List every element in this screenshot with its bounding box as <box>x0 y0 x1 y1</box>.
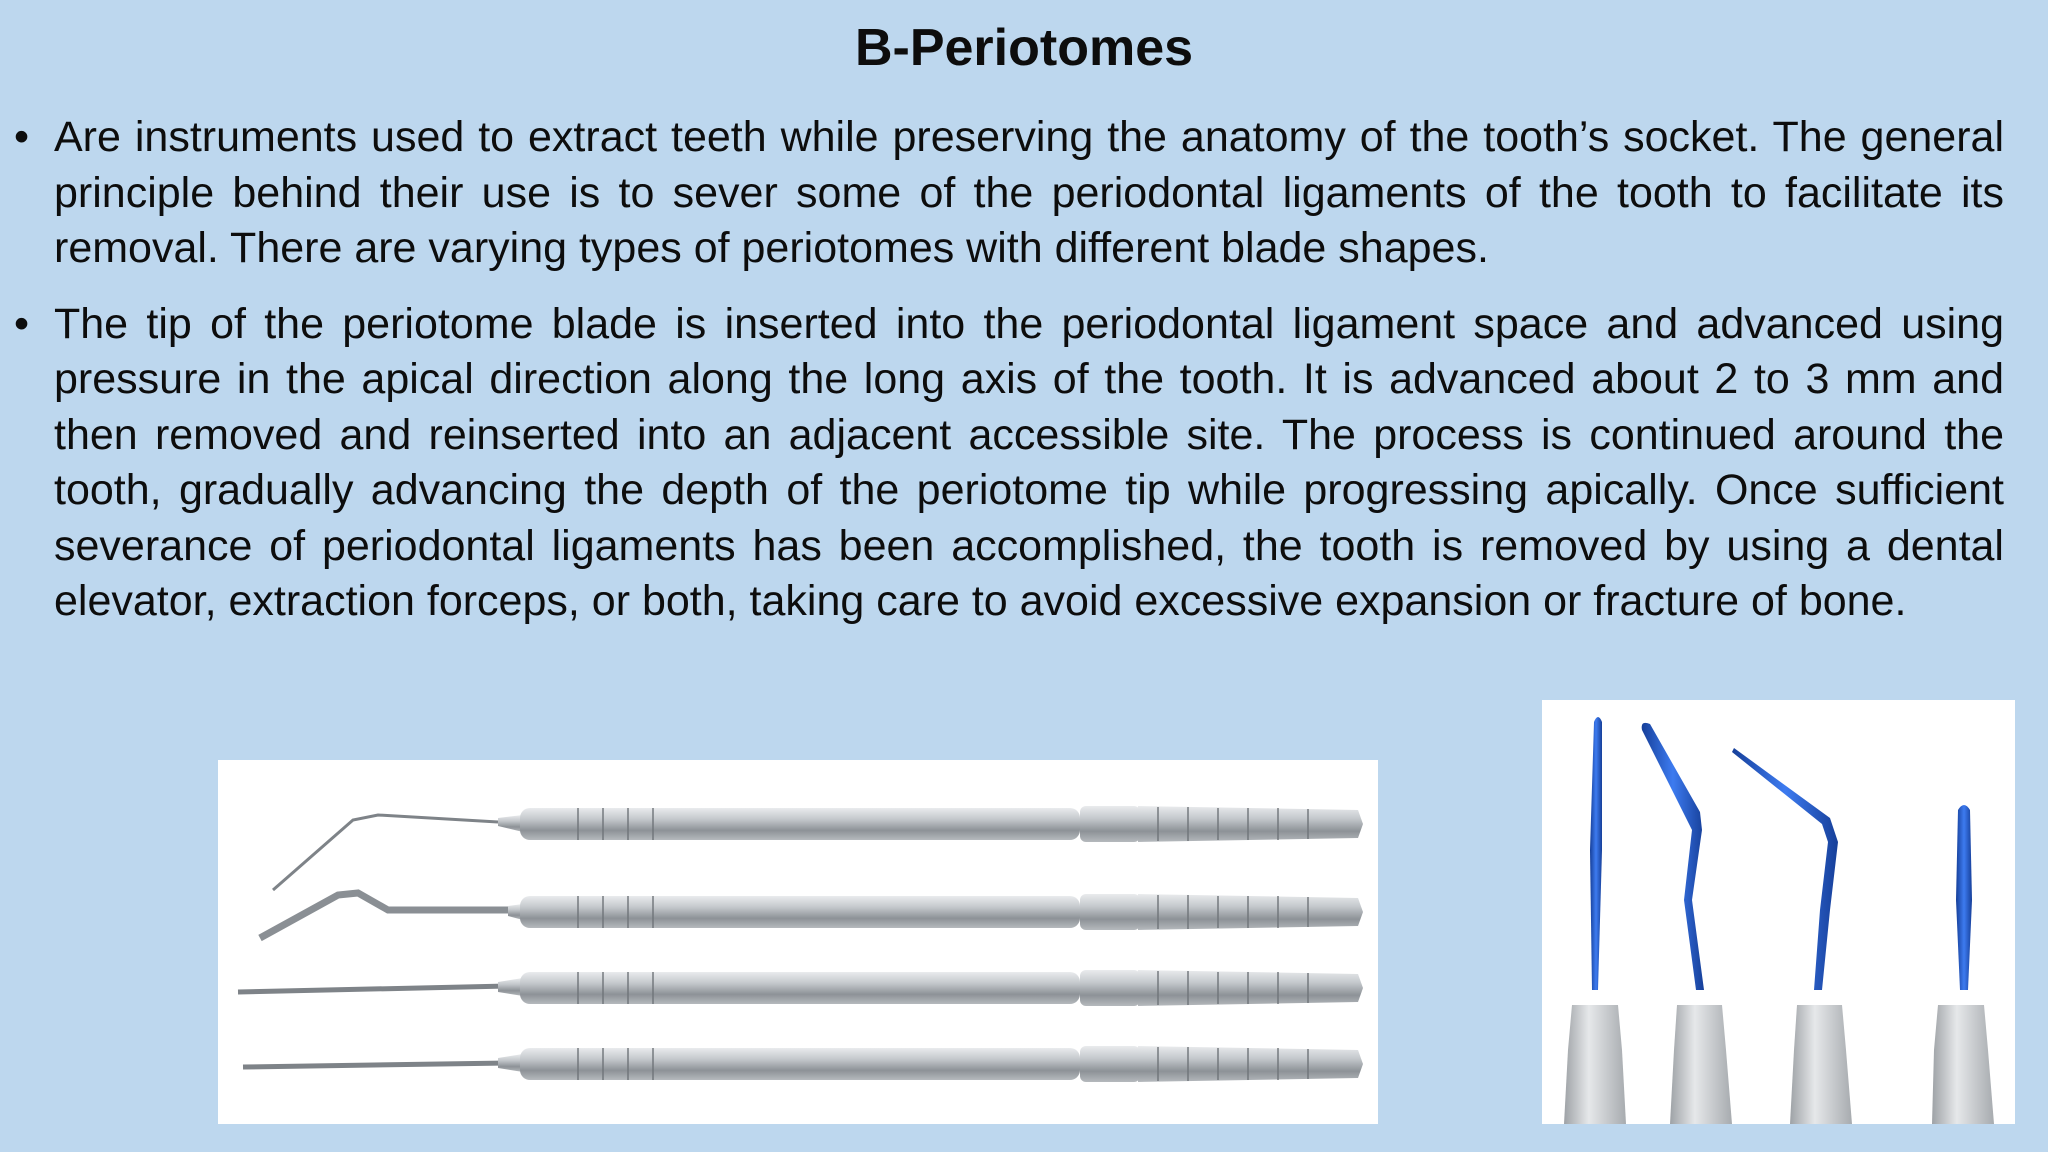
steel-instruments-illustration <box>237 806 1363 1082</box>
bullet-marker: • <box>14 113 30 161</box>
tip-3 <box>1732 748 1852 1124</box>
bullet-text: Are instruments used to extract teeth wh… <box>54 113 2004 272</box>
bullet-item: • Are instruments used to extract teeth … <box>14 110 2004 277</box>
bullet-item: • The tip of the periotome blade is inse… <box>14 297 2004 630</box>
instrument-1 <box>272 806 1363 892</box>
periotomes-steel-photo <box>218 760 1378 1124</box>
tip-4 <box>1932 805 1994 1124</box>
instrument-4 <box>242 1046 1363 1082</box>
tip-1 <box>1564 717 1626 1124</box>
blue-tip-instruments-illustration <box>1564 717 1994 1124</box>
tip-2 <box>1641 722 1732 1124</box>
bullet-list: • Are instruments used to extract teeth … <box>14 110 2004 650</box>
instrument-2 <box>258 889 1363 942</box>
instrument-3 <box>237 970 1363 1006</box>
periotomes-blue-tips-photo <box>1542 700 2015 1124</box>
bullet-marker: • <box>14 299 30 348</box>
slide-title: B-Periotomes <box>854 19 1194 77</box>
bullet-text: The tip of the periotome blade is insert… <box>54 299 2004 626</box>
